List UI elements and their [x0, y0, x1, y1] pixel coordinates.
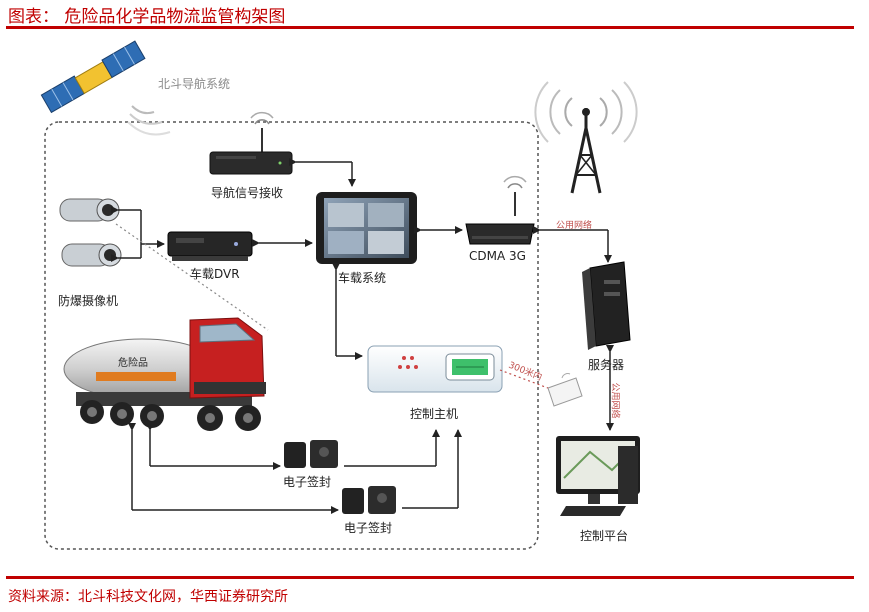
nav-receiver-label: 导航信号接收 [211, 186, 284, 200]
camera-label: 防爆摄像机 [58, 294, 119, 308]
onboard-system-label: 车载系统 [338, 271, 387, 285]
cdma-router-icon [465, 175, 535, 245]
tanker-truck-icon: 危险品 [63, 317, 266, 431]
connector-lines [111, 158, 614, 514]
public-network-label: 公用网络 [556, 221, 593, 231]
server-icon [582, 261, 631, 350]
camera-icon [59, 198, 122, 267]
figure-title: 图表： 危险品化学品物流监管构架图 [8, 7, 286, 27]
cell-tower-icon [534, 81, 638, 194]
onboard-system-icon [316, 192, 417, 264]
footer-rule [6, 576, 854, 579]
seal-1-label: 电子签封 [283, 475, 332, 489]
wireless-dotted-lines [115, 223, 549, 389]
source-note: 资料来源：北斗科技文化网，华西证券研究所 [8, 589, 288, 605]
platform-label: 控制平台 [580, 529, 629, 543]
server-label: 服务器 [588, 358, 625, 372]
dvr-label: 车载DVR [190, 267, 240, 281]
vehicle-boundary [44, 121, 539, 550]
control-host-icon [367, 345, 503, 393]
cdma-label: CDMA 3G [469, 249, 526, 263]
control-host-label: 控制主机 [410, 407, 459, 421]
truck-text: 危险品 [118, 356, 148, 369]
control-platform-icon [556, 436, 640, 516]
title-rule [6, 26, 854, 29]
rfid-card-icon [547, 373, 583, 407]
seal-1-icon [284, 440, 338, 468]
public-network-vertical-label: 公用网络 [609, 382, 620, 419]
satellite-icon [40, 40, 171, 136]
dvr-icon [167, 231, 253, 261]
seal-2-icon [342, 486, 396, 514]
satellite-label: 北斗导航系统 [158, 77, 231, 91]
seal-2-label: 电子签封 [344, 521, 393, 535]
